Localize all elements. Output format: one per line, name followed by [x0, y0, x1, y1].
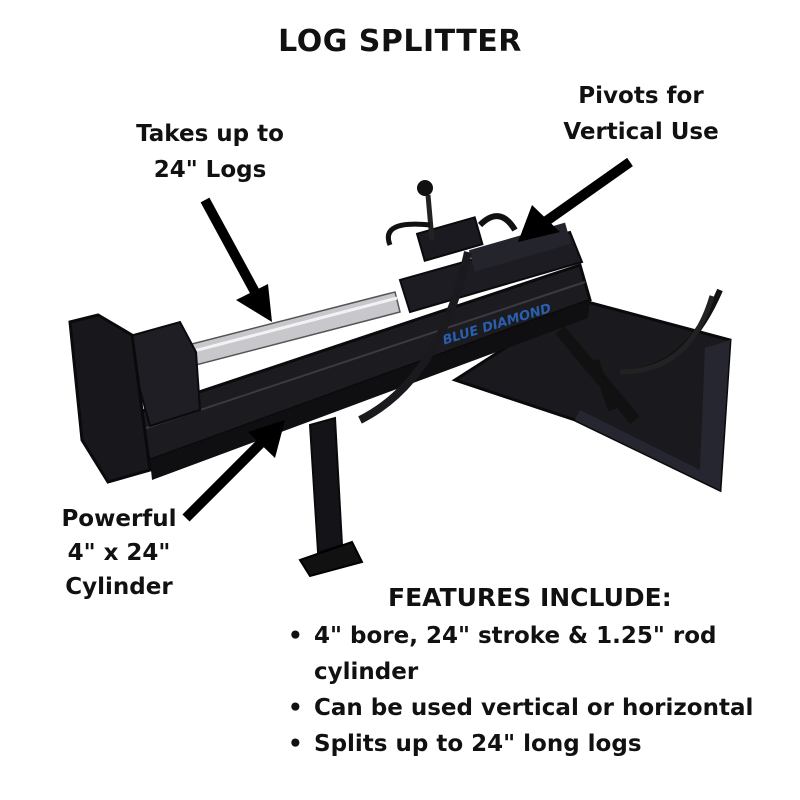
callout-line: 24" Logs: [153, 157, 267, 183]
callout-pivots: Pivots for Vertical Use: [555, 78, 727, 150]
callout-takes-logs: Takes up to 24" Logs: [128, 116, 292, 188]
arrow-cylinder: [182, 420, 285, 522]
callout-line: Powerful: [61, 506, 177, 532]
feature-item: Splits up to 24" long logs: [288, 726, 780, 762]
features-heading: FEATURES INCLUDE:: [388, 583, 672, 612]
arrow-logs: [200, 197, 272, 322]
callout-line: Takes up to: [136, 121, 284, 147]
callout-line: Cylinder: [65, 574, 173, 600]
features-list: 4" bore, 24" stroke & 1.25" rod cylinder…: [280, 618, 780, 762]
feature-item: Can be used vertical or horizontal: [288, 690, 780, 726]
stand-leg: [308, 416, 344, 554]
callout-line: Vertical Use: [563, 119, 719, 145]
stand-foot: [298, 540, 364, 578]
end-plate: [68, 313, 152, 484]
features-section: FEATURES INCLUDE: 4" bore, 24" stroke & …: [280, 583, 780, 762]
callout-cylinder: Powerful 4" x 24" Cylinder: [52, 502, 186, 604]
callout-line: 4" x 24": [67, 540, 171, 566]
page-title: LOG SPLITTER: [278, 24, 522, 59]
feature-item: 4" bore, 24" stroke & 1.25" rod cylinder: [288, 618, 780, 690]
arrow-pivot: [518, 157, 633, 242]
callout-line: Pivots for: [578, 83, 704, 109]
hydraulic-hose: [358, 251, 472, 424]
